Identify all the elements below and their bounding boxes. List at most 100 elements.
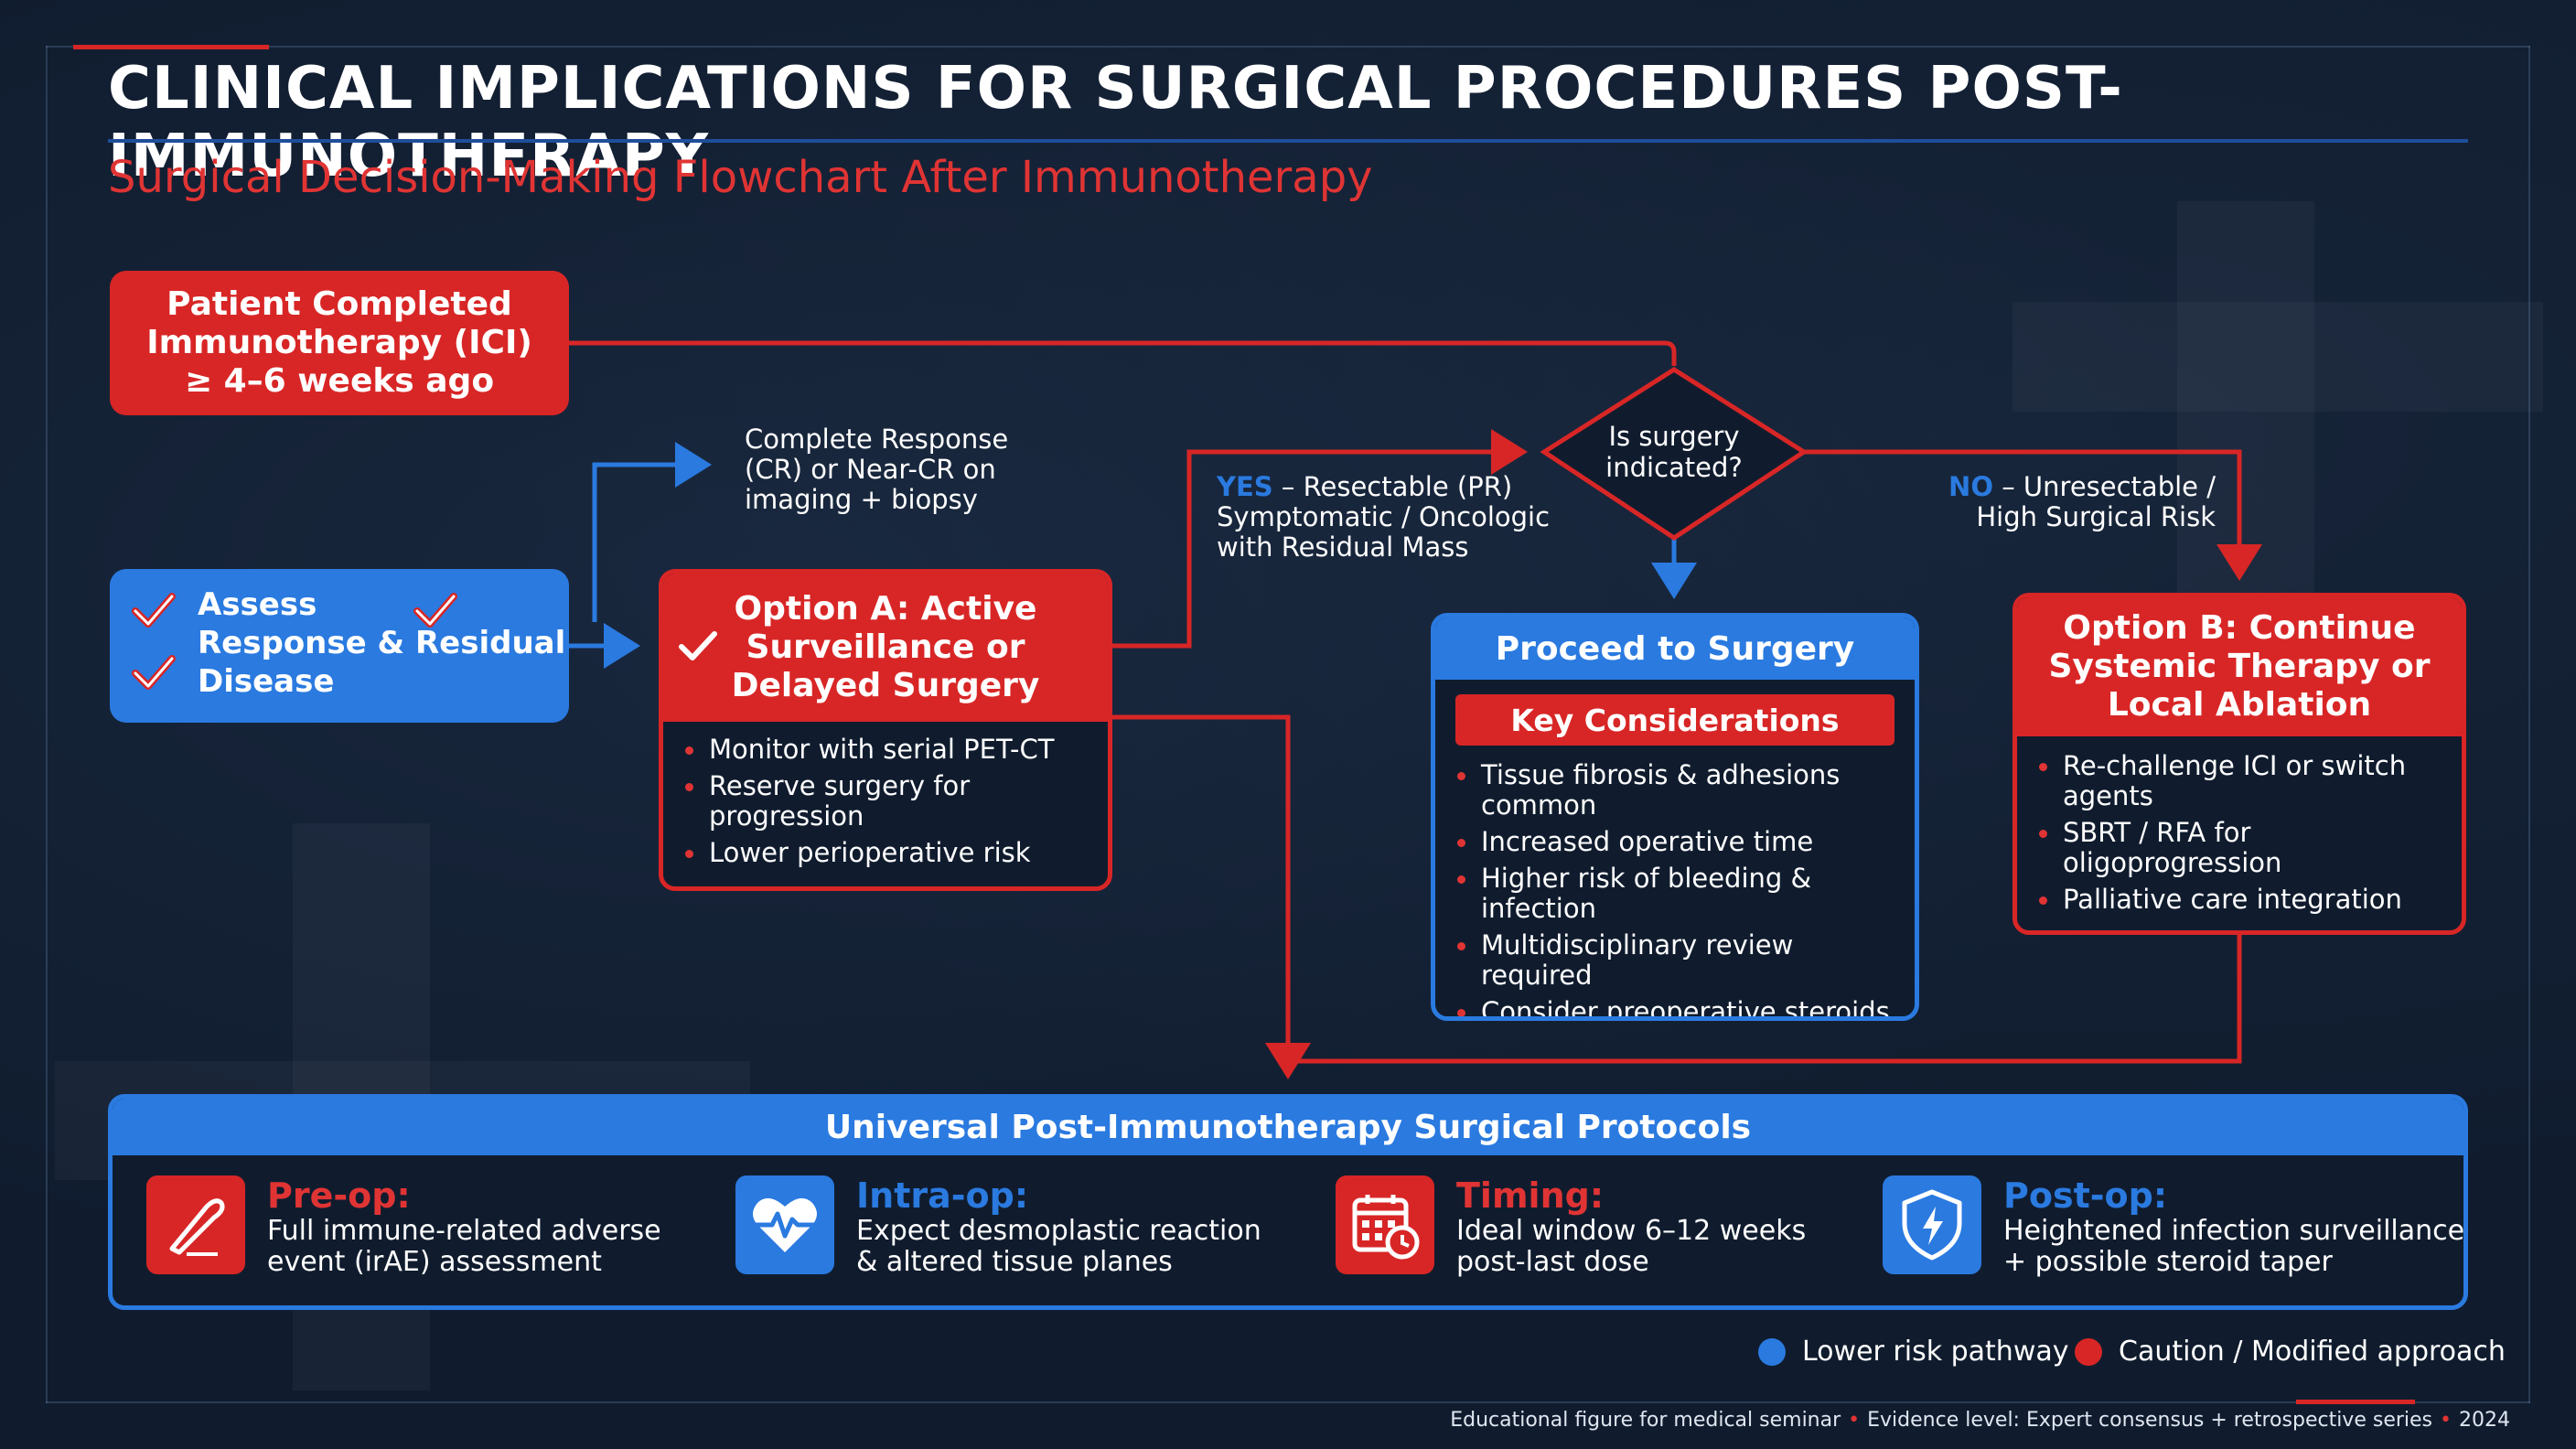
assess-text: Assess Response & Residual Disease [198,585,565,701]
assess-line1: Assess [198,586,317,623]
surgery-header: Proceed to Surgery [1435,617,1915,680]
no-keyword: NO [1948,471,1993,502]
page-subtitle: Surgical Decision-Making Flowchart After… [108,152,1373,203]
legend-red: Caution / Modified approach [2075,1336,2506,1368]
assess-line3: Disease [198,663,335,700]
footer: Educational figure for medical seminar•E… [1450,1409,2510,1432]
protocol-timing: Timing: Ideal window 6–12 weeks post-las… [1336,1175,1806,1278]
protocol-post-op: Post-op: Heightened infection surveillan… [1883,1175,2464,1278]
timing-line2: post-last dose [1456,1246,1649,1278]
option-b-title-line1: Option B: Continue [2063,609,2416,647]
yes-label: YES – Resectable (PR) Symptomatic / Onco… [1217,472,1550,563]
option-a-bullets: Monitor with serial PET-CT Reserve surge… [663,722,1102,868]
option-a-title-line3: Delayed Surgery [731,667,1040,704]
connector-decision-to-option-b [1804,449,2262,581]
start-line3: ≥ 4–6 weeks ago [184,362,495,400]
post-op-line2: + possible steroid taper [2003,1246,2333,1278]
frame-right [2528,46,2530,1403]
calendar-clock-icon [1336,1175,1434,1274]
pre-op-head: Pre-op: [267,1175,411,1216]
heartbeat-icon [735,1175,834,1274]
checkmark-icon [679,631,717,660]
cr-line2: (CR) or Near-CR on [745,454,996,485]
option-b-title-line2: Systemic Therapy or [2048,648,2431,685]
option-a-panel: Option A: Active Surveillance or Delayed… [659,569,1112,891]
surgery-panel: Proceed to Surgery Key Considerations Ti… [1431,613,1919,1021]
option-b-bullets: Re-challenge ICI or switch agents SBRT /… [2017,736,2438,915]
no-line1: – Unresectable / [1992,471,2216,502]
surgery-bullets: Tissue fibrosis & adhesions common Incre… [1435,746,1915,1016]
start-line2: Immunotherapy (ICI) [146,324,532,361]
title-underline [108,139,2468,143]
legend-red-dot [2075,1337,2102,1366]
timing-line1: Ideal window 6–12 weeks [1456,1215,1807,1247]
list-item: Lower perioperative risk [682,838,1084,868]
frame-accent-top [73,45,269,49]
decision-line1: Is surgery [1608,421,1740,452]
cr-label: Complete Response (CR) or Near-CR on ima… [745,424,1008,515]
protocols-header: Universal Post-Immunotherapy Surgical Pr… [113,1099,2463,1155]
connector-start-to-decision [569,340,1677,366]
no-line2: High Surgical Risk [1976,501,2216,532]
frame-bottom [46,1401,2530,1403]
post-op-line1: Heightened infection surveillance [2003,1215,2465,1247]
intra-op-head: Intra-op: [856,1175,1029,1216]
no-label: NO – Unresectable / High Surgical Risk [1894,472,2216,532]
checkmark-icon [132,655,176,690]
list-item: Higher risk of bleeding & infection [1454,864,1900,924]
checkmark-icon [132,593,176,628]
list-item: Monitor with serial PET-CT [682,735,1084,765]
option-b-header: Option B: Continue Systemic Therapy or L… [2017,597,2462,736]
list-item: Increased operative time [1454,827,1900,857]
yes-keyword: YES [1217,471,1273,502]
list-item: Multidisciplinary review required [1454,930,1900,991]
option-b-panel: Option B: Continue Systemic Therapy or L… [2012,593,2466,935]
connector-option-a-to-protocols [1112,714,1311,1079]
list-item: Re-challenge ICI or switch agents [2035,751,2420,811]
option-a-header: Option A: Active Surveillance or Delayed… [663,574,1108,722]
option-a-title-line2: Surveillance or [746,628,1025,666]
intra-op-line1: Expect desmoplastic reaction [856,1215,1261,1247]
cr-line1: Complete Response [745,424,1009,455]
key-considerations-bar: Key Considerations [1455,694,1894,746]
footer-part3: 2024 [2459,1409,2510,1432]
protocols-panel: Universal Post-Immunotherapy Surgical Pr… [108,1094,2468,1310]
list-item: Reserve surgery for progression [682,771,1084,832]
decision-diamond [1540,367,1809,541]
assess-line2: Response & Residual [198,625,566,661]
option-b-title-line3: Local Ablation [2107,686,2372,724]
yes-line3: with Residual Mass [1217,531,1469,563]
frame-left [46,46,48,1403]
yes-line1: – Resectable (PR) [1272,471,1513,502]
legend-red-label: Caution / Modified approach [2119,1336,2506,1368]
start-box: Patient Completed Immunotherapy (ICI) ≥ … [110,271,569,415]
decision-text: Is surgery indicated? [1570,421,1778,483]
start-line1: Patient Completed [166,285,512,323]
connector-option-b-to-protocols [1288,933,2242,1064]
list-item: Palliative care integration [2035,885,2420,915]
connector-assess-to-cr [592,442,712,622]
yes-line2: Symptomatic / Oncologic [1217,501,1551,532]
cr-line3: imaging + biopsy [745,484,978,515]
footer-part1: Educational figure for medical seminar [1450,1409,1841,1432]
list-item: SBRT / RFA for oligoprogression [2035,818,2420,878]
frame-accent-bottom [2296,1400,2415,1404]
checkmark-icon [413,593,457,628]
scalpel-icon [146,1175,245,1274]
pre-op-line1: Full immune-related adverse [267,1215,661,1247]
shield-bolt-icon [1883,1175,1981,1274]
list-item: Tissue fibrosis & adhesions common [1454,760,1865,821]
footer-part2: Evidence level: Expert consensus + retro… [1867,1409,2433,1432]
legend-blue-dot [1758,1337,1786,1366]
assess-box: Assess Response & Residual Disease [110,569,569,723]
protocol-pre-op: Pre-op: Full immune-related adverse even… [146,1175,661,1278]
timing-head: Timing: [1456,1175,1605,1216]
legend-blue: Lower risk pathway [1758,1336,2069,1368]
legend-blue-label: Lower risk pathway [1802,1336,2069,1368]
protocol-intra-op: Intra-op: Expect desmoplastic reaction &… [735,1175,1261,1278]
post-op-head: Post-op: [2003,1175,2168,1216]
pre-op-line2: event (irAE) assessment [267,1246,602,1278]
page-title: CLINICAL IMPLICATIONS FOR SURGICAL PROCE… [108,55,2123,190]
